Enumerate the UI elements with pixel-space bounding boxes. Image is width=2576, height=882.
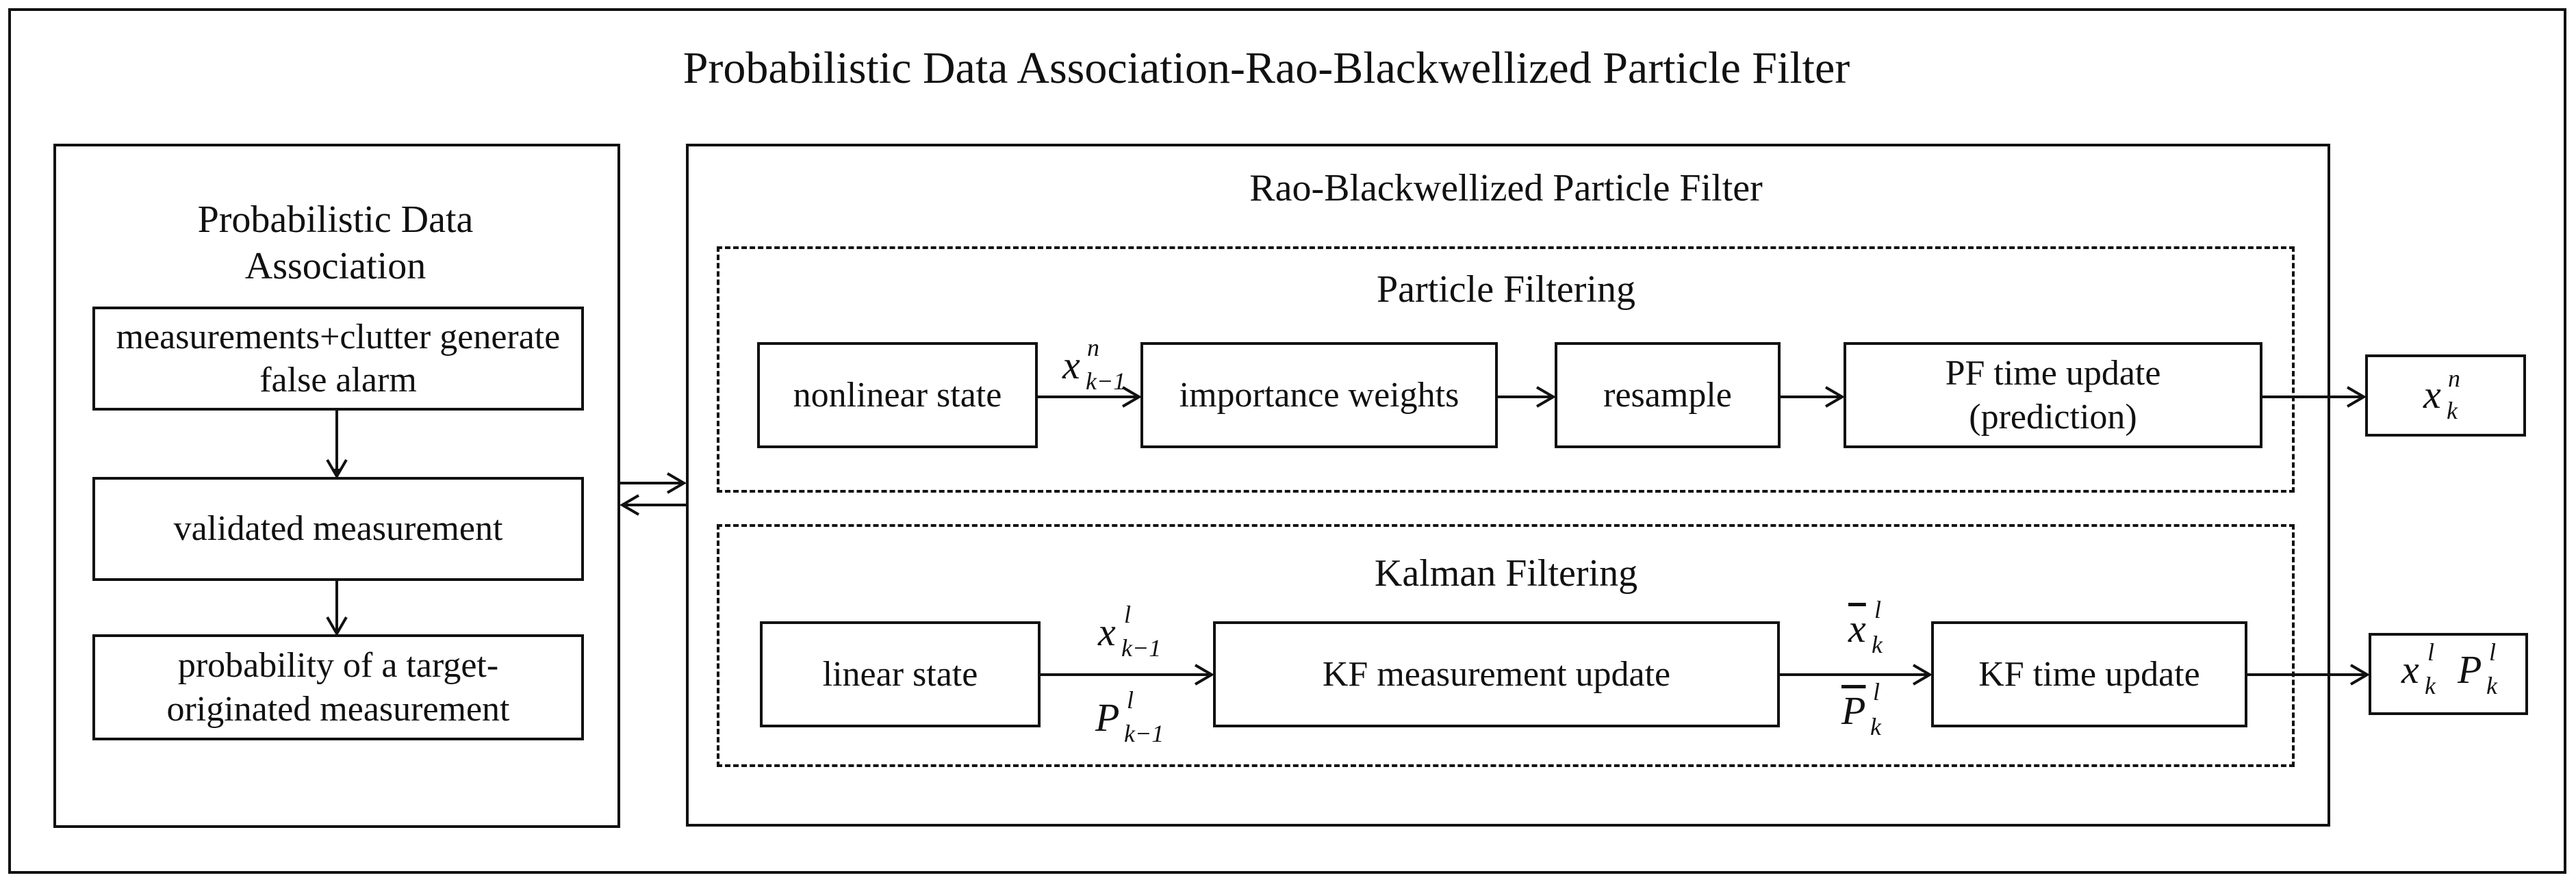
output-p-k-l: P l k bbox=[2458, 638, 2497, 699]
sup-l: l bbox=[2489, 638, 2496, 666]
importance-weights-box: importance weights bbox=[1140, 342, 1498, 448]
output-x-k-n: x n k bbox=[2423, 365, 2460, 424]
sup-l: l bbox=[1124, 601, 1131, 628]
kalman-filtering-title: Kalman Filtering bbox=[1374, 552, 1638, 595]
sup-l: l bbox=[1873, 678, 1880, 705]
pda-validated-box: validated measurement bbox=[92, 477, 584, 581]
kf-time-update-box: KF time update bbox=[1931, 621, 2247, 727]
label-x-k-minus-1-n: x n k−1 bbox=[1062, 334, 1126, 395]
sup-l: l bbox=[1127, 686, 1134, 714]
sub-k: k bbox=[2447, 397, 2458, 424]
nonlinear-state-box: nonlinear state bbox=[757, 342, 1038, 448]
label-xbar-k-l: x l k bbox=[1848, 596, 1883, 658]
particle-filtering-container bbox=[717, 246, 2295, 493]
sub-k: k bbox=[2486, 672, 2497, 699]
linear-state-box: linear state bbox=[760, 621, 1041, 727]
output-nonlinear-box bbox=[2365, 354, 2526, 437]
label-pbar-k-l: P l k bbox=[1841, 678, 1881, 740]
sub-k-minus-1: k−1 bbox=[1124, 720, 1164, 747]
output-x-k-l: x l k bbox=[2401, 638, 2436, 699]
rbpf-title: Rao-Blackwellized Particle Filter bbox=[1249, 166, 1763, 209]
label-p-k-minus-1-l: P l k−1 bbox=[1095, 686, 1164, 747]
sub-k-minus-1: k−1 bbox=[1086, 367, 1126, 395]
sup-l: l bbox=[1874, 596, 1881, 623]
sup-l: l bbox=[2427, 638, 2434, 666]
particle-filtering-title: Particle Filtering bbox=[1377, 268, 1635, 311]
sub-k: k bbox=[2425, 672, 2436, 699]
diagram-title: Probabilistic Data Association-Rao-Black… bbox=[683, 43, 1850, 93]
kalman-filtering-container bbox=[717, 524, 2295, 767]
sub-k: k bbox=[1872, 631, 1883, 658]
sub-k: k bbox=[1870, 713, 1881, 740]
resample-box: resample bbox=[1555, 342, 1781, 448]
label-x-k-minus-1-l: x l k−1 bbox=[1098, 601, 1162, 662]
pf-time-update-box: PF time update (prediction) bbox=[1844, 342, 2262, 448]
sup-n: n bbox=[2448, 365, 2460, 392]
sup-n: n bbox=[1087, 334, 1099, 361]
sub-k-minus-1: k−1 bbox=[1121, 634, 1162, 662]
output-linear-box bbox=[2369, 633, 2528, 715]
kf-measurement-update-box: KF measurement update bbox=[1213, 621, 1780, 727]
pda-title: Probabilistic Data Association bbox=[197, 198, 474, 287]
pda-measurements-box: measurements+clutter generate false alar… bbox=[92, 307, 584, 411]
pda-probability-box: probability of a target-originated measu… bbox=[92, 634, 584, 740]
